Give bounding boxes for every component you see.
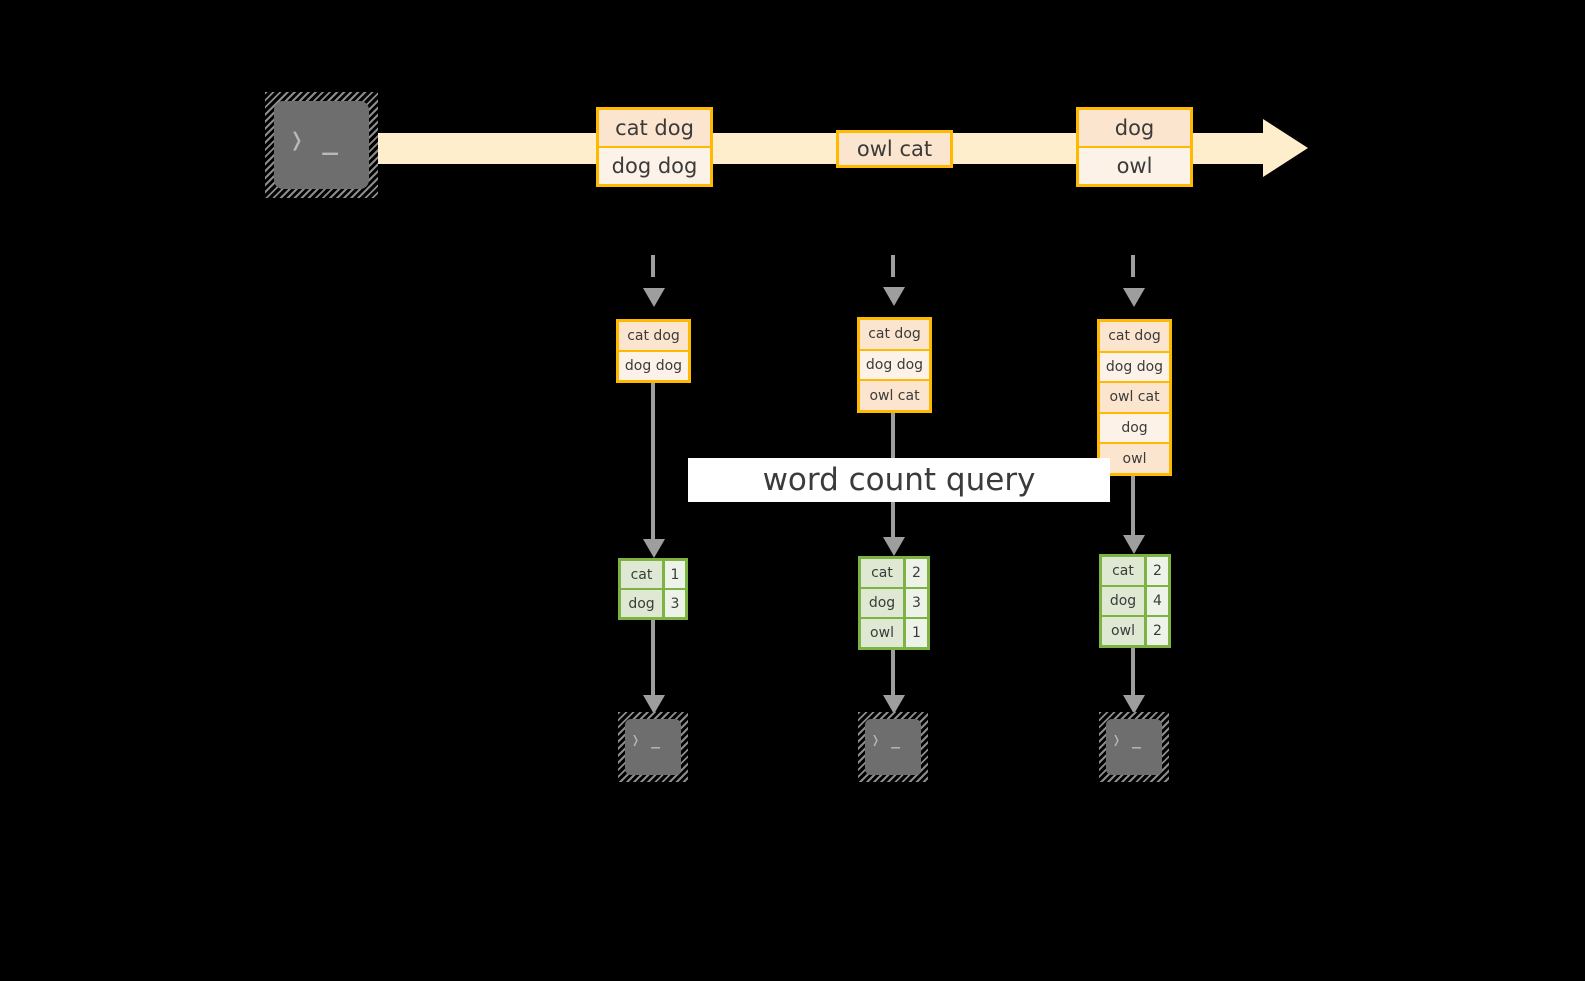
snapshot-3-input-row: dog: [1100, 413, 1169, 445]
snapshot-3-tap-arrowhead: [1123, 288, 1145, 307]
snapshot-2-result-word: dog: [861, 589, 906, 617]
snapshot-2-result-count: 2: [906, 559, 927, 587]
snapshot-1-tap-arrowhead: [643, 288, 665, 307]
stream-record-2-line-1: owl cat: [839, 133, 950, 165]
snapshot-3-input-row: cat dog: [1100, 322, 1169, 353]
snapshot-3-result-count: 4: [1147, 587, 1168, 615]
terminal-prompt-icon: ❭ _: [289, 126, 339, 156]
terminal-prompt-icon: ❭ _: [631, 731, 662, 749]
snapshot-2-result-word: cat: [861, 559, 906, 587]
query-banner: word count query: [688, 458, 1110, 502]
snapshot-3-result-word: owl: [1102, 617, 1147, 645]
snapshot-1-sink-body: [625, 719, 681, 775]
table-row: owl 2: [1102, 617, 1168, 645]
snapshot-1-input-row: cat dog: [619, 322, 688, 352]
snapshot-2-sink-terminal[interactable]: ❭ _: [858, 712, 928, 782]
table-row: dog 3: [861, 589, 927, 619]
snapshot-1-input-table[interactable]: cat dog dog dog: [616, 319, 691, 383]
snapshot-2-query-arrowhead: [883, 537, 905, 556]
stream-arrowhead: [1263, 119, 1308, 177]
snapshot-3-query-line: [1131, 476, 1135, 535]
table-row: dog 4: [1102, 587, 1168, 617]
stream-record-2[interactable]: owl cat: [836, 130, 953, 168]
snapshot-2-tap-arrowhead: [883, 287, 905, 306]
snapshot-3-result-count: 2: [1147, 557, 1168, 585]
snapshot-1-result-count: 1: [665, 561, 685, 588]
snapshot-3-sink-line: [1131, 648, 1135, 695]
snapshot-3-result-count: 2: [1147, 617, 1168, 645]
table-row: cat 2: [861, 559, 927, 589]
snapshot-2-tap-line: [891, 255, 895, 287]
stream-record-1[interactable]: cat dog dog dog: [596, 107, 713, 187]
query-banner-label: word count query: [762, 462, 1036, 498]
snapshot-3-input-table[interactable]: cat dog dog dog owl cat dog owl: [1097, 319, 1172, 476]
snapshot-1-query-line: [651, 383, 655, 539]
snapshot-1-query-arrowhead: [643, 539, 665, 558]
snapshot-1-sink-terminal[interactable]: ❭ _: [618, 712, 688, 782]
snapshot-1-result-table[interactable]: cat 1 dog 3: [618, 558, 688, 620]
stream-record-1-line-2: dog dog: [599, 148, 710, 184]
snapshot-3-query-arrowhead: [1123, 535, 1145, 554]
table-row: owl 1: [861, 619, 927, 647]
terminal-prompt-icon: ❭ _: [871, 731, 902, 749]
snapshot-3-tap-line: [1131, 255, 1135, 288]
snapshot-3-input-row: owl cat: [1100, 383, 1169, 414]
snapshot-1-sink-arrowhead: [643, 695, 665, 714]
source-terminal-body: [274, 101, 369, 189]
snapshot-3-result-word: cat: [1102, 557, 1147, 585]
snapshot-2-input-row: cat dog: [860, 320, 929, 351]
stream-record-3-line-2: owl: [1079, 148, 1190, 184]
stream-record-3-line-1: dog: [1079, 110, 1190, 148]
snapshot-1-sink-line: [651, 620, 655, 695]
snapshot-2-input-row: owl cat: [860, 381, 929, 411]
snapshot-3-input-row: owl: [1100, 444, 1169, 473]
snapshot-2-result-table[interactable]: cat 2 dog 3 owl 1: [858, 556, 930, 650]
snapshot-1-result-word: dog: [621, 590, 665, 617]
snapshot-2-input-row: dog dog: [860, 350, 929, 382]
snapshot-2-input-table[interactable]: cat dog dog dog owl cat: [857, 317, 932, 413]
snapshot-1-result-count: 3: [665, 590, 685, 617]
snapshot-2-sink-line: [891, 650, 895, 695]
snapshot-2-result-count: 1: [906, 619, 927, 647]
snapshot-2-result-word: owl: [861, 619, 906, 647]
stream-record-3[interactable]: dog owl: [1076, 107, 1193, 187]
snapshot-1-result-word: cat: [621, 561, 665, 588]
snapshot-1-input-row: dog dog: [619, 352, 688, 380]
source-terminal[interactable]: ❭ _: [265, 92, 378, 198]
snapshot-2-sink-arrowhead: [883, 695, 905, 714]
snapshot-3-input-row: dog dog: [1100, 352, 1169, 384]
snapshot-3-sink-arrowhead: [1123, 695, 1145, 714]
snapshot-3-result-table[interactable]: cat 2 dog 4 owl 2: [1099, 554, 1171, 648]
snapshot-2-sink-body: [865, 719, 921, 775]
table-row: dog 3: [621, 590, 685, 617]
table-row: cat 2: [1102, 557, 1168, 587]
terminal-prompt-icon: ❭ _: [1112, 731, 1143, 749]
snapshot-3-sink-body: [1106, 719, 1162, 775]
stream-record-1-line-1: cat dog: [599, 110, 710, 148]
snapshot-3-sink-terminal[interactable]: ❭ _: [1099, 712, 1169, 782]
snapshot-2-result-count: 3: [906, 589, 927, 617]
snapshot-3-result-word: dog: [1102, 587, 1147, 615]
table-row: cat 1: [621, 561, 685, 590]
snapshot-1-tap-line: [651, 255, 655, 288]
